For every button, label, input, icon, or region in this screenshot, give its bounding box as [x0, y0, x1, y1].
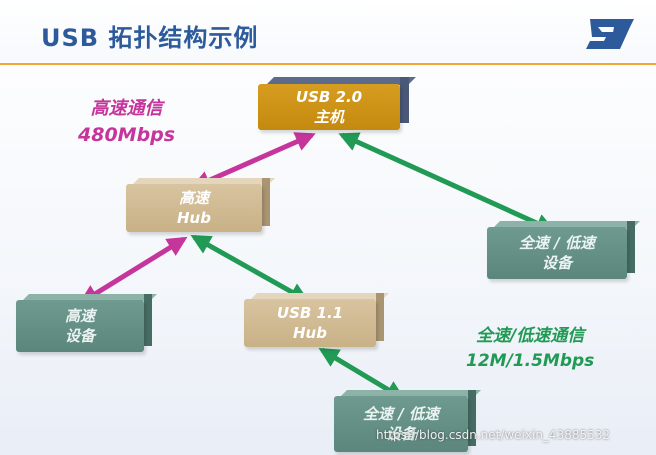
node-label: 全速 / 低速 [519, 234, 595, 252]
full-low-speed-annotation-title: 全速/低速通信 [476, 326, 585, 346]
node-label: 全速 / 低速 [363, 405, 439, 423]
slide-title: USB 拓扑结构示例 [41, 24, 259, 52]
title-rule [0, 63, 656, 65]
slide-header [0, 0, 656, 62]
high-speed-annotation-title: 高速通信 [90, 98, 163, 119]
watermark-text: https://blog.csdn.net/weixin_43885532 [376, 428, 611, 442]
node-sublabel: 设备 [385, 425, 416, 443]
node-sublabel: 设备 [64, 327, 95, 345]
node-label: 高速 [178, 189, 209, 207]
st-logo-icon [586, 19, 634, 49]
node-label: 高速 [64, 307, 95, 325]
node-sublabel: 主机 [313, 108, 344, 126]
high-speed-annotation: 高速通信 480Mbps [78, 96, 175, 148]
full-low-speed-annotation-rate: 12M/1.5Mbps [466, 351, 595, 371]
node-sublabel: Hub [293, 324, 327, 342]
arrow-hub-to-usb11-hub [190, 234, 310, 303]
arrow-host-to-fullspeed-device [338, 132, 556, 233]
node-label: USB 2.0 [295, 88, 363, 106]
node-sublabel: Hub [177, 209, 211, 227]
usb2-host-node: USB 2.0 主机 [258, 77, 416, 130]
node-label: USB 1.1 [276, 304, 344, 322]
node-sublabel: 设备 [541, 254, 572, 272]
high-speed-annotation-rate: 480Mbps [78, 124, 176, 146]
arrow-hub-to-highspeed-device [78, 236, 188, 305]
full-low-speed-annotation: 全速/低速通信 12M/1.5Mbps [466, 324, 594, 374]
